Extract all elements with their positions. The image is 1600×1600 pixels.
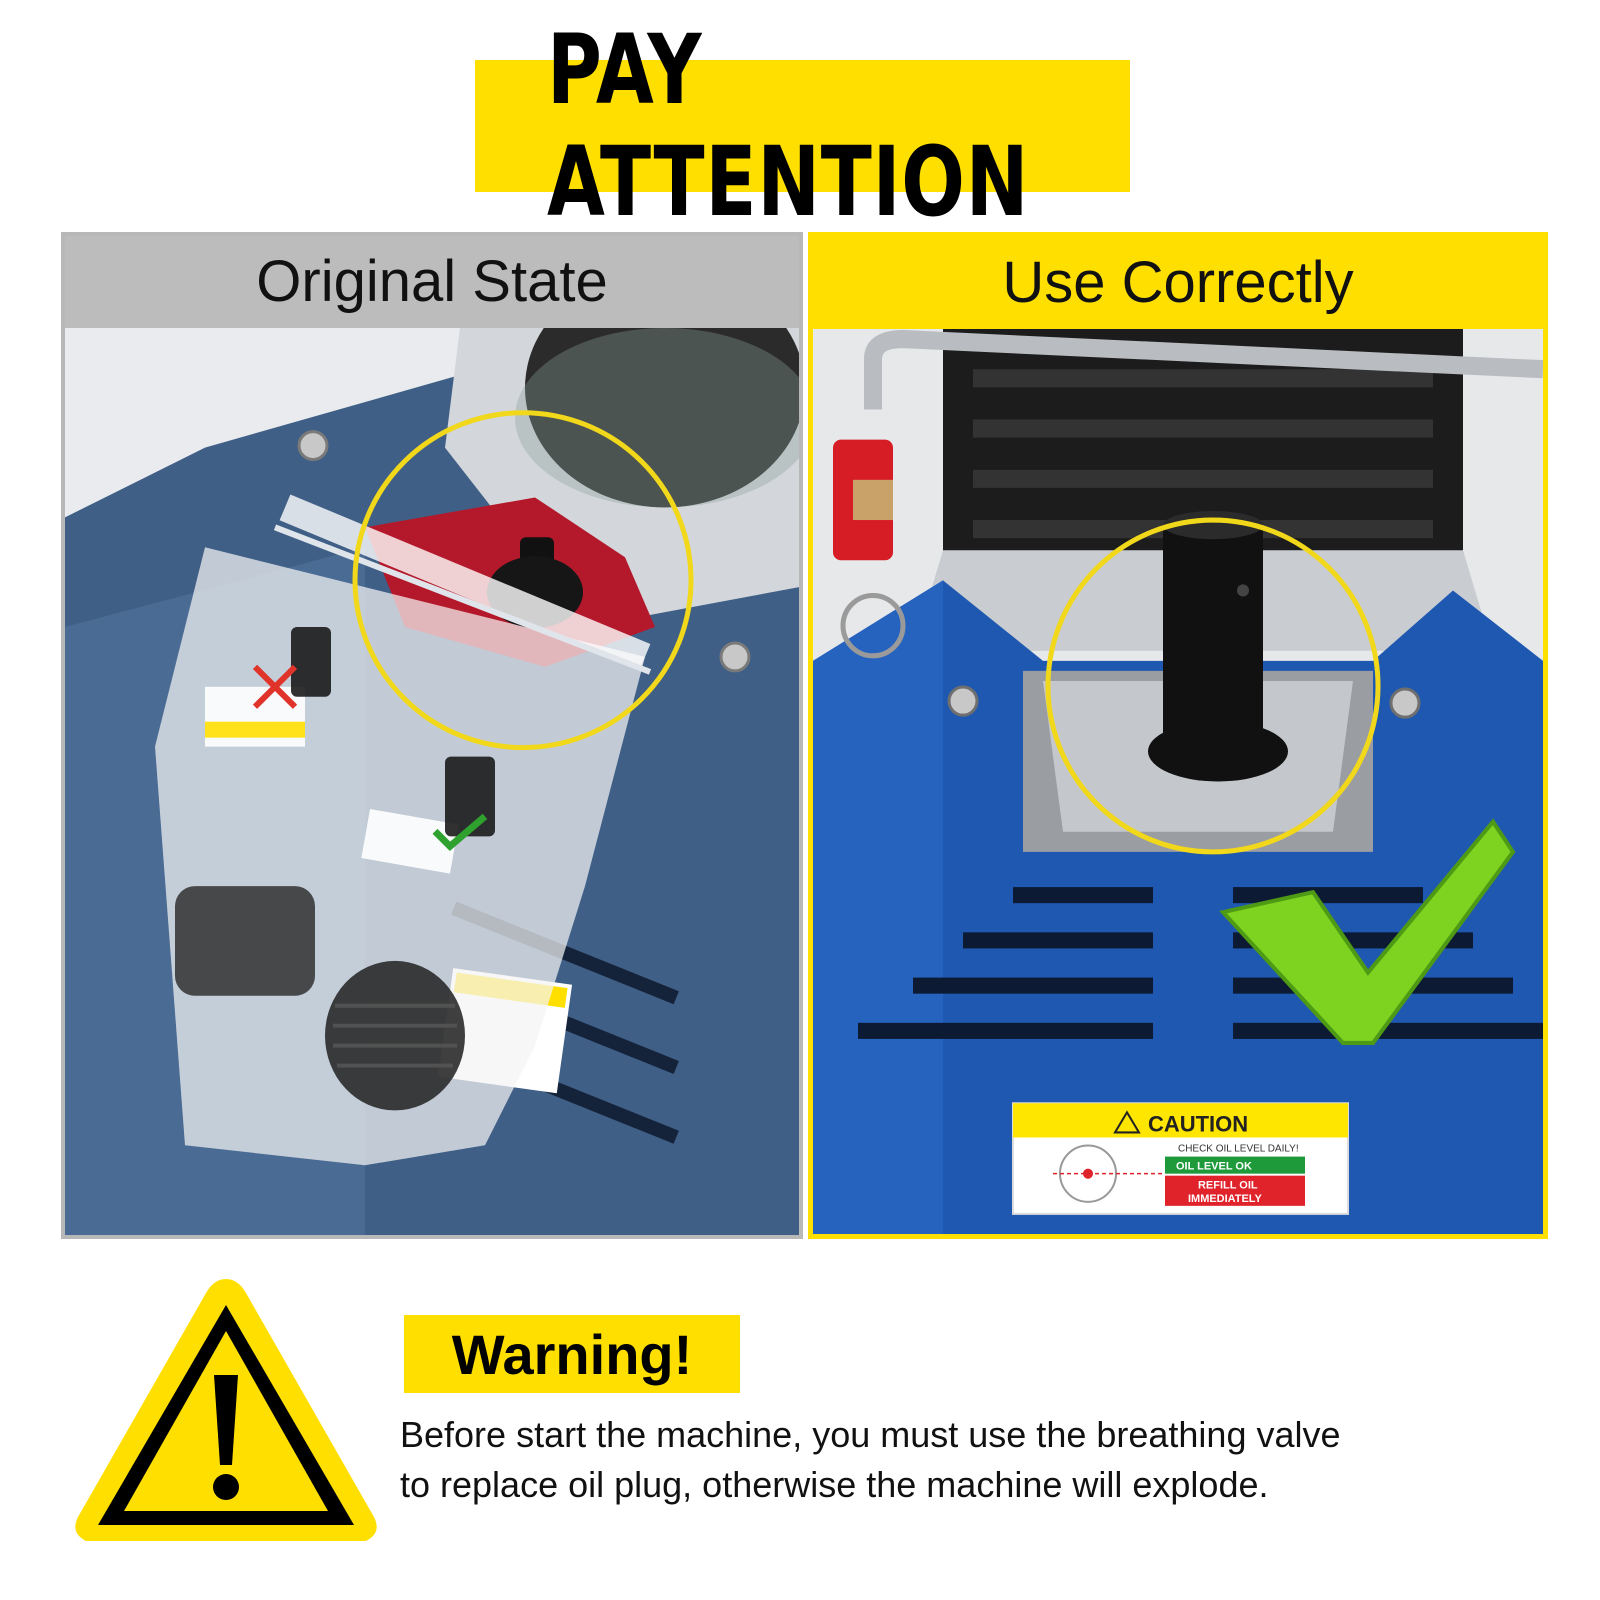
caution-check-text: CHECK OIL LEVEL DAILY! xyxy=(1178,1144,1299,1155)
original-state-photo xyxy=(65,328,799,1235)
warning-triangle-icon xyxy=(75,1279,377,1541)
caution-refill-1: REFILL OIL xyxy=(1198,1180,1258,1192)
caution-sticker: CAUTION CHECK OIL LEVEL DAILY! OIL LEVEL… xyxy=(1012,1102,1349,1215)
warning-line-2: to replace oil plug, otherwise the machi… xyxy=(400,1464,1269,1505)
pay-attention-banner: PAY ATTENTION xyxy=(475,14,1130,238)
banner-title: PAY ATTENTION xyxy=(547,14,1030,238)
warning-title: Warning! xyxy=(404,1315,740,1393)
use-correctly-label: Use Correctly xyxy=(1002,249,1354,315)
highlight-circle-icon xyxy=(1045,517,1381,855)
original-state-panel: Original State xyxy=(61,232,803,1239)
warning-text: Before start the machine, you must use t… xyxy=(400,1410,1530,1510)
caution-ok-text: OIL LEVEL OK xyxy=(1176,1161,1252,1173)
use-correctly-panel: Use Correctly xyxy=(808,232,1548,1239)
warning-line-1: Before start the machine, you must use t… xyxy=(400,1414,1341,1455)
highlight-circle-icon xyxy=(352,410,694,751)
original-state-label: Original State xyxy=(256,248,608,314)
checkmark-icon xyxy=(1219,818,1516,1045)
use-correctly-photo: CAUTION CHECK OIL LEVEL DAILY! OIL LEVEL… xyxy=(813,329,1543,1234)
caution-refill-2: IMMEDIATELY xyxy=(1188,1193,1262,1205)
cross-icon xyxy=(252,664,298,709)
caution-heading: CAUTION xyxy=(1148,1111,1248,1136)
